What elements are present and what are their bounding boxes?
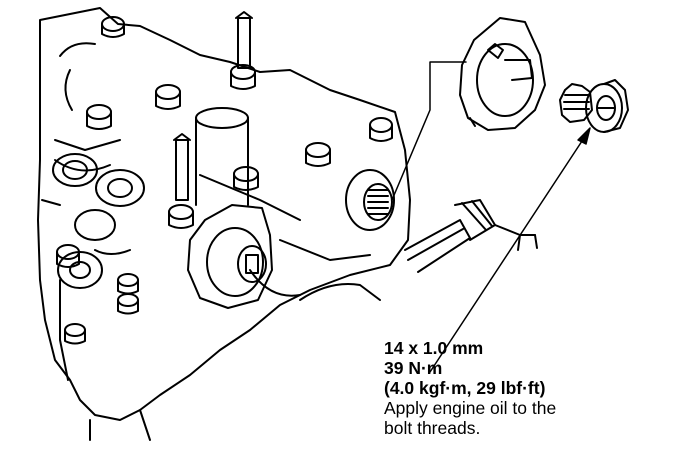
plug-bolt — [559, 79, 629, 133]
oil-line — [404, 199, 538, 273]
note-line-2: bolt threads. — [384, 418, 481, 438]
torque-alt-label: (4.0 kgf·m, 29 lbf·ft) — [384, 378, 546, 398]
cam-journal — [195, 107, 249, 206]
studs — [173, 11, 253, 201]
bolt-head — [155, 84, 181, 110]
bolt-size-label: 14 x 1.0 mm — [384, 338, 484, 358]
bolt-head — [305, 142, 331, 167]
pointer-arrow — [429, 127, 591, 373]
bolt-head — [369, 117, 393, 142]
note-line-1: Apply engine oil to the — [384, 398, 557, 418]
torque-callout: 14 x 1.0 mm 39 N·m (4.0 kgf·m, 29 lbf·ft… — [384, 338, 684, 438]
leader-line — [391, 61, 467, 201]
bolt-head — [101, 16, 125, 38]
bolt-head — [117, 293, 139, 315]
bolt-head — [230, 64, 256, 90]
pulse-plate-exploded — [459, 17, 546, 131]
bolt-head — [233, 166, 259, 191]
bolt-head — [56, 244, 80, 268]
bolt-head — [64, 323, 86, 345]
pulse-plate — [187, 204, 273, 309]
bolt-head — [117, 273, 139, 295]
cylinder-head — [37, 7, 411, 441]
bolt-heads — [56, 16, 393, 345]
plug-hole — [345, 169, 395, 231]
bolt-head — [86, 104, 112, 130]
bolt-head — [168, 204, 194, 229]
torque-nm-label: 39 N·m — [384, 358, 443, 378]
